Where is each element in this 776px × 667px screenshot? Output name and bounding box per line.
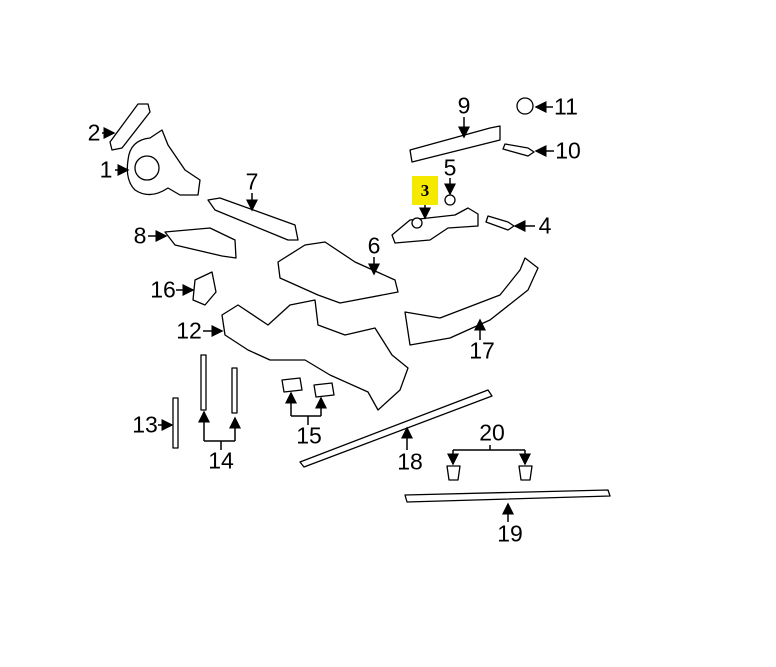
callout-16[interactable]: 16 <box>150 276 176 303</box>
part-14-stud-a[interactable] <box>200 354 207 411</box>
part-14-stud-b[interactable] <box>231 367 238 414</box>
callout-7[interactable]: 7 <box>245 168 259 195</box>
callout-18[interactable]: 18 <box>397 448 423 475</box>
part-15-mount-a[interactable] <box>281 377 303 393</box>
part-9-arm[interactable] <box>409 125 501 163</box>
callout-6[interactable]: 6 <box>367 232 381 259</box>
part-13-stud[interactable] <box>172 397 179 449</box>
callout-8[interactable]: 8 <box>133 222 147 249</box>
callout-20[interactable]: 20 <box>479 419 505 446</box>
callout-5[interactable]: 5 <box>443 154 457 181</box>
callout-3-highlighted[interactable]: 3 <box>412 176 438 205</box>
callout-2[interactable]: 2 <box>87 119 101 146</box>
part-4-bolt[interactable] <box>485 215 515 231</box>
part-2-link[interactable] <box>109 103 151 151</box>
part-20-bushing-a[interactable] <box>446 465 461 481</box>
part-16-bracket[interactable] <box>192 271 217 306</box>
part-6-shield[interactable] <box>277 241 399 304</box>
part-11-cap[interactable] <box>516 97 534 115</box>
part-20-bushing-b[interactable] <box>518 465 533 481</box>
callout-4[interactable]: 4 <box>538 212 552 239</box>
part-19-bar[interactable] <box>404 489 611 503</box>
part-8-bracket[interactable] <box>164 227 237 259</box>
callout-1[interactable]: 1 <box>99 156 113 183</box>
callout-9[interactable]: 9 <box>457 92 471 119</box>
part-17-brace[interactable] <box>404 257 539 346</box>
leader-lines <box>102 101 554 522</box>
part-5-washer[interactable] <box>444 194 456 206</box>
part-18-bar[interactable] <box>299 389 493 468</box>
callout-13[interactable]: 13 <box>132 411 158 438</box>
callout-10[interactable]: 10 <box>555 137 581 164</box>
callout-14[interactable]: 14 <box>208 447 234 474</box>
callout-15[interactable]: 15 <box>296 422 322 449</box>
part-15-mount-b[interactable] <box>313 382 335 398</box>
part-12-crossmember[interactable] <box>221 299 409 411</box>
part-7-arm[interactable] <box>207 197 299 241</box>
callout-12[interactable]: 12 <box>176 317 202 344</box>
callout-17[interactable]: 17 <box>469 337 495 364</box>
callout-11[interactable]: 11 <box>554 93 578 120</box>
part-3-lower-arm[interactable] <box>391 207 479 244</box>
part-10-bolt[interactable] <box>502 143 535 157</box>
callout-19[interactable]: 19 <box>497 520 523 547</box>
